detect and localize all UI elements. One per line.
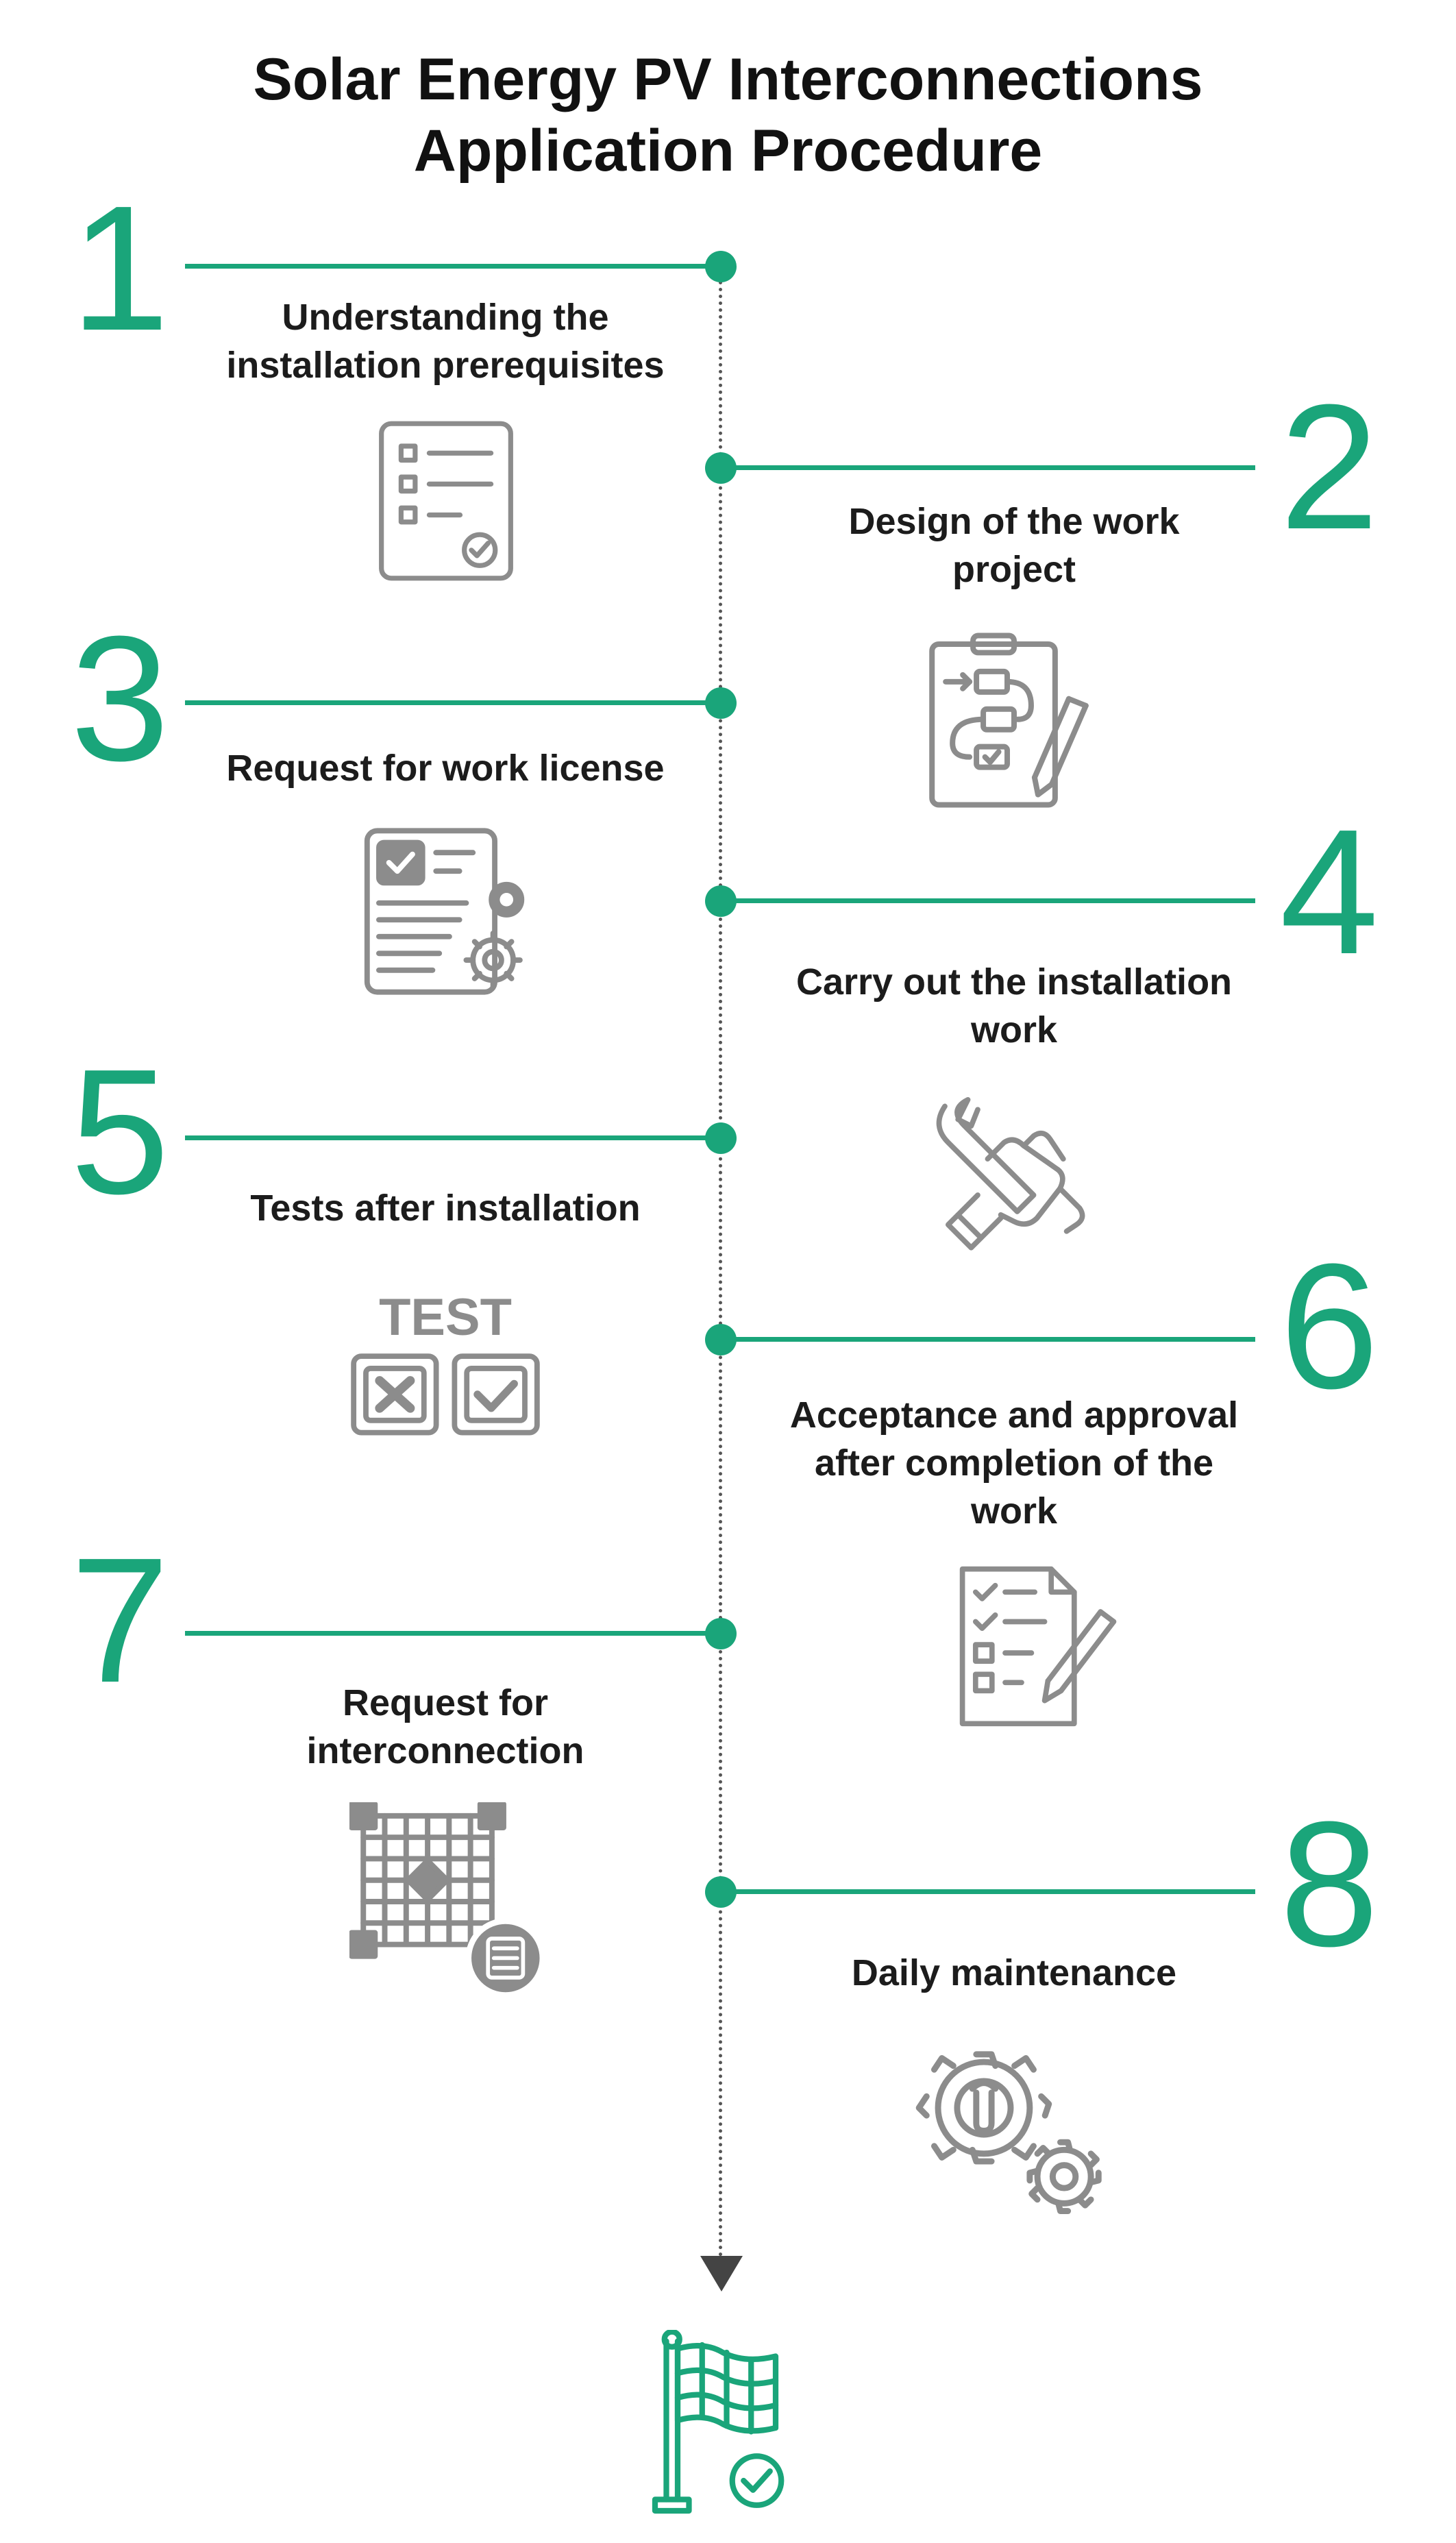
- approval-document-icon: [956, 1562, 1120, 1730]
- step-3-dot: [705, 687, 737, 719]
- test-icon-text: TEST: [379, 1288, 512, 1347]
- step-2-number: 2: [1279, 368, 1379, 567]
- checklist-icon: [375, 418, 517, 584]
- step-1-number: 1: [70, 169, 170, 368]
- title-line-2: Application Procedure: [413, 118, 1043, 184]
- step-5-dot: [705, 1122, 737, 1154]
- step-8-label: Daily maintenance: [851, 1952, 1177, 1993]
- step-3-label: Request for work license: [226, 748, 665, 789]
- grid-interconnection-icon: [349, 1802, 545, 2001]
- step-4-label: Carry out the installation work: [795, 961, 1233, 1051]
- clipboard-flowchart-icon: [925, 630, 1096, 810]
- step-4-line: [721, 898, 1255, 903]
- step-2-label: Design of the work project: [848, 501, 1180, 590]
- step-7-label: Request for interconnection: [306, 1682, 584, 1771]
- hand-wrench-icon: [928, 1096, 1093, 1261]
- step-5-label: Tests after installation: [250, 1188, 641, 1229]
- step-5-line: [185, 1135, 719, 1140]
- step-3-line: [185, 700, 719, 705]
- step-4-dot: [705, 885, 737, 917]
- step-7-line: [185, 1631, 719, 1636]
- step-3-number: 3: [70, 600, 170, 798]
- step-8-line: [721, 1889, 1255, 1894]
- step-6-line: [721, 1337, 1255, 1342]
- timeline-arrow-icon: [700, 2256, 743, 2292]
- checkered-flag-icon: [647, 2330, 798, 2518]
- step-1-label: Understanding the installation prerequis…: [226, 297, 665, 386]
- step-8-dot: [705, 1876, 737, 1908]
- step-6-dot: [705, 1324, 737, 1355]
- title-line-1: Solar Energy PV Interconnections: [253, 47, 1203, 112]
- test-icon: TEST: [346, 1288, 545, 1442]
- step-6-label: Acceptance and approval after completion…: [789, 1395, 1239, 1532]
- step-6-number: 6: [1279, 1227, 1379, 1426]
- license-gear-icon: [362, 826, 530, 997]
- step-1-line: [185, 264, 719, 269]
- step-7-dot: [705, 1618, 737, 1649]
- step-7-number: 7: [70, 1521, 170, 1720]
- step-2-dot: [705, 452, 737, 484]
- timeline-dotted-line: [719, 267, 722, 2258]
- maintenance-gears-icon: [911, 2039, 1110, 2231]
- step-4-number: 4: [1279, 793, 1379, 992]
- step-2-line: [721, 465, 1255, 470]
- step-1-dot: [705, 251, 737, 282]
- step-5-number: 5: [70, 1033, 170, 1231]
- step-8-number: 8: [1279, 1785, 1379, 1984]
